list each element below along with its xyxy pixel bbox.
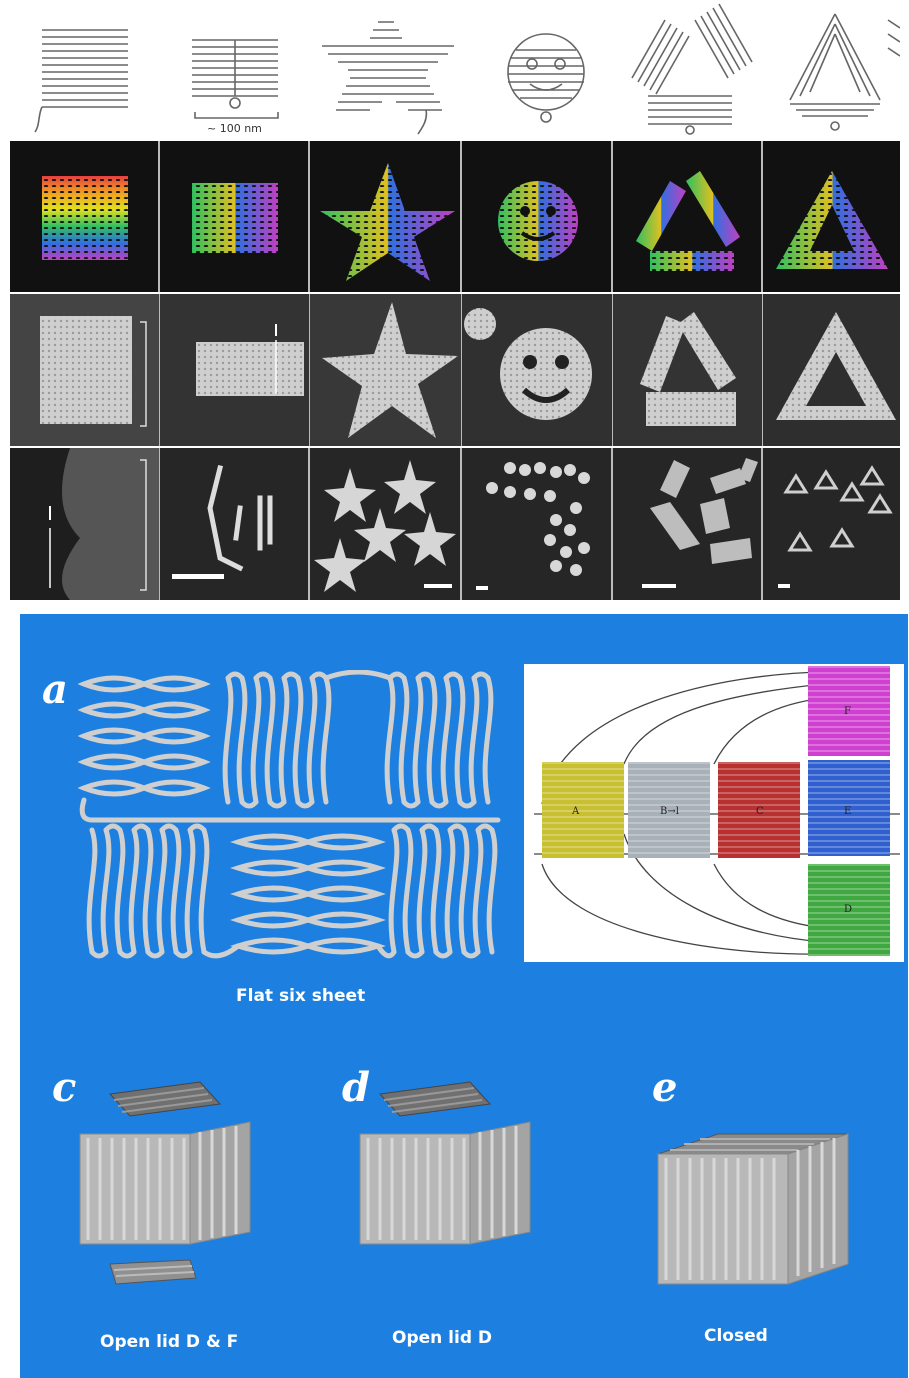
sheet-block-3 — [384, 671, 494, 809]
model-smiley — [498, 181, 578, 261]
scale-bar — [424, 584, 452, 588]
model-triangle-rects — [636, 171, 740, 271]
block-label-b: B→l — [660, 806, 679, 817]
model-triangle — [776, 171, 888, 269]
afm-triangle-rects — [613, 294, 762, 446]
afm-field-rectangle — [207, 464, 273, 572]
panel-letter-a: a — [42, 666, 68, 713]
sheet-connector — [201, 943, 397, 959]
block-label-c: C — [756, 806, 764, 817]
sheet-block-5 — [230, 833, 386, 955]
afm-field-triangles — [783, 465, 893, 552]
color-model-row — [10, 141, 900, 292]
sheet-connector — [79, 797, 501, 823]
schematic-square — [34, 29, 128, 133]
afm-square — [10, 294, 159, 446]
afm-field-row — [10, 448, 900, 600]
afm-field-square — [10, 448, 159, 600]
schematic-row — [34, 3, 900, 135]
model-square — [42, 176, 128, 260]
caption-flat-six-sheet: Flat six sheet — [236, 986, 366, 1006]
model-star — [320, 163, 455, 281]
dna-box-figure: a b — [20, 614, 908, 1378]
scale-bar — [642, 584, 676, 588]
afm-closeup-row — [10, 294, 900, 446]
schematic-rectangle — [192, 39, 279, 119]
afm-triangle — [763, 294, 900, 446]
block-label-e: E — [844, 806, 851, 817]
afm-field-smileys — [486, 462, 590, 576]
sheet-connector — [323, 670, 393, 681]
schematic-star — [322, 21, 454, 135]
caption-open-lid-d: Open lid D — [392, 1328, 493, 1348]
flat-six-sheet-diagram — [78, 670, 501, 959]
sheet-block-6 — [388, 823, 498, 959]
schematic-triangle — [789, 13, 900, 131]
caption-open-lid-d-f: Open lid D & F — [100, 1332, 239, 1352]
afm-smiley — [462, 294, 612, 446]
block-label-d: D — [844, 904, 852, 915]
model-rectangle — [192, 183, 278, 253]
origami-shapes-figure: ~ 100 nm — [10, 0, 900, 600]
sheet-block-2 — [222, 671, 332, 809]
sheet-block-4 — [86, 823, 210, 959]
block-label-f: F — [844, 706, 851, 717]
box-open-lid-d — [359, 1081, 531, 1245]
box-closed — [657, 1133, 849, 1285]
afm-rectangle — [160, 294, 309, 446]
panel-letter-c: c — [52, 1064, 77, 1111]
panel-letter-d: d — [342, 1064, 370, 1111]
caption-closed: Closed — [704, 1326, 768, 1346]
afm-field-triangle-rects — [650, 458, 758, 564]
afm-field-stars — [314, 460, 456, 592]
panel-b-schematic: A B→l C D E F — [524, 664, 904, 962]
schematic-smiley — [507, 33, 585, 123]
scale-bar — [476, 586, 488, 590]
scale-bar-label: ~ 100 nm — [207, 122, 262, 135]
afm-star — [310, 294, 461, 446]
sheet-block-1 — [78, 675, 211, 797]
schematic-triangle-rects — [631, 3, 753, 135]
box-open-lid-d-f — [79, 1081, 251, 1285]
scale-bar — [778, 584, 790, 588]
block-label-a: A — [571, 806, 580, 817]
scale-bar — [172, 574, 224, 579]
panel-letter-e: e — [652, 1064, 678, 1111]
